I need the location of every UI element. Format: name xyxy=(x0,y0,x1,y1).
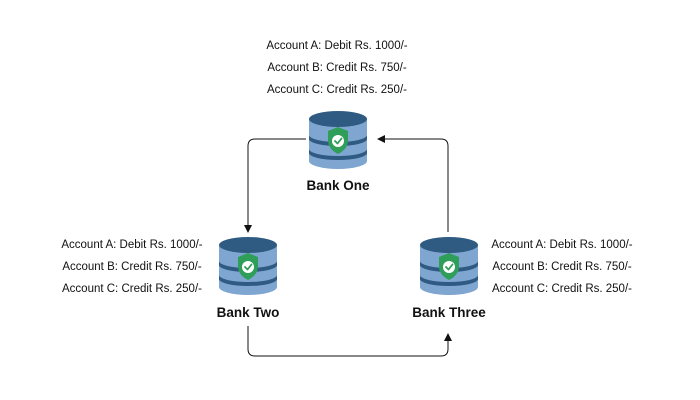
ledger-entry: Account B: Credit Rs. 750/- xyxy=(267,62,407,74)
ledger-entry: Account A: Debit Rs. 1000/- xyxy=(266,40,408,52)
bank-one-ledger: Account A: Debit Rs. 1000/- Account B: C… xyxy=(247,35,427,101)
ledger-entry: Account A: Debit Rs. 1000/- xyxy=(491,239,633,251)
ledger-entry: Account B: Credit Rs. 750/- xyxy=(492,261,632,273)
ledger-entry: Account C: Credit Rs. 250/- xyxy=(62,283,202,295)
database-icon[interactable] xyxy=(418,233,480,297)
connector-bank-one-to-bank-two xyxy=(244,138,306,233)
shield-check-icon xyxy=(328,127,348,154)
ledger-entry: Account C: Credit Rs. 250/- xyxy=(492,283,632,295)
database-icon[interactable] xyxy=(217,233,279,297)
ledger-entry: Account C: Credit Rs. 250/- xyxy=(267,84,407,96)
bank-two-label: Bank Two xyxy=(216,305,280,320)
ledger-entry: Account A: Debit Rs. 1000/- xyxy=(61,239,203,251)
connector-bank-three-to-bank-one xyxy=(377,135,449,232)
bank-two-ledger: Account A: Debit Rs. 1000/- Account B: C… xyxy=(42,234,222,300)
shield-check-icon xyxy=(439,253,459,280)
bank-three-ledger: Account A: Debit Rs. 1000/- Account B: C… xyxy=(472,234,652,300)
shield-check-icon xyxy=(238,253,258,280)
database-icon[interactable] xyxy=(307,107,369,171)
bank-three-label: Bank Three xyxy=(412,305,486,320)
connector-bank-two-to-bank-three xyxy=(247,326,452,357)
ledger-entry: Account B: Credit Rs. 750/- xyxy=(62,261,202,273)
bank-one-label: Bank One xyxy=(306,178,370,193)
